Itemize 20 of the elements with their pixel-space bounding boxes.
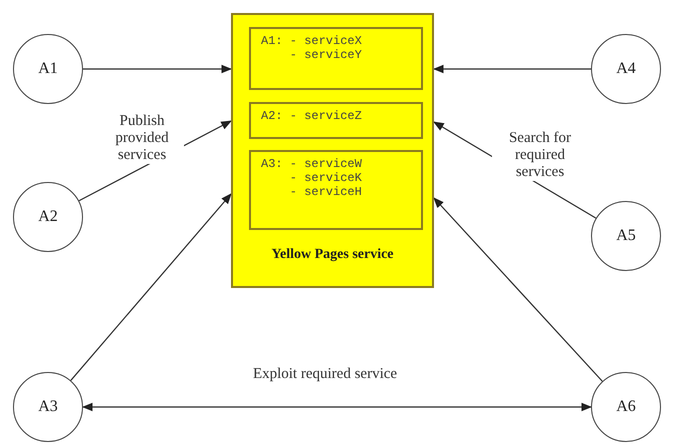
arrow: [83, 64, 232, 74]
service-entry-box: [249, 27, 423, 90]
agent-circle: A6: [591, 372, 661, 442]
agent-circle: A3: [13, 372, 83, 442]
directory-title: Yellow Pages service: [270, 247, 395, 263]
edge-label: Exploit required service: [250, 366, 400, 383]
service-list: A1: - serviceX - serviceY: [261, 34, 365, 62]
arrow: [432, 64, 591, 74]
arrow: [82, 402, 592, 412]
service-directory-box: [231, 13, 434, 288]
service-entry-box: [249, 150, 423, 230]
service-list: A3: - serviceW - serviceK - serviceH: [261, 157, 365, 199]
agent-circle: A5: [591, 201, 661, 271]
agent-circle: A1: [13, 34, 83, 104]
service-list: A2: - serviceZ: [261, 109, 365, 123]
agent-circle: A2: [13, 182, 83, 252]
arrow: [433, 197, 603, 382]
agent-circle: A4: [591, 34, 661, 104]
service-entry-box: [249, 102, 423, 139]
arrow: [70, 193, 232, 381]
